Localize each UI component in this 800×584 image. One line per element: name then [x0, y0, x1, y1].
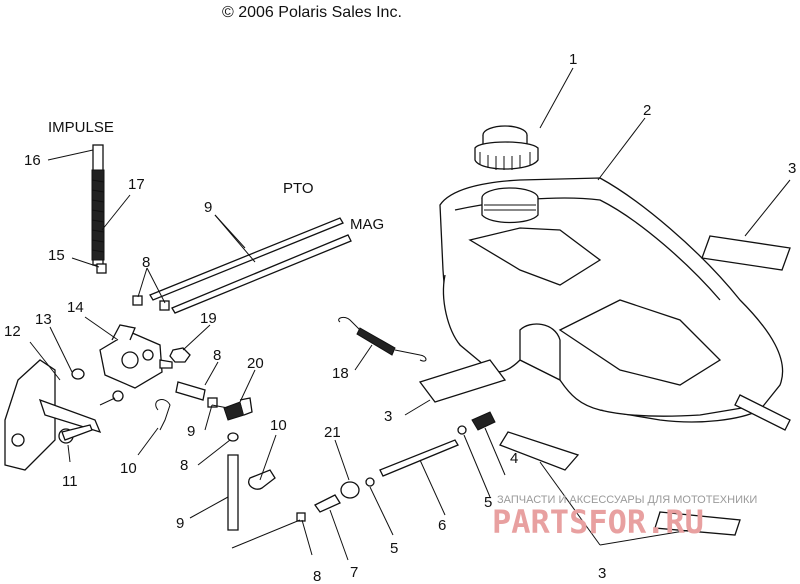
fuel-filter: [471, 411, 496, 431]
clamp-8-a: [132, 295, 143, 306]
callout-numbers: 1 2 3 3 3 4 5 5 6 7 8 8 8 8 9 9 9 10 10 …: [4, 51, 796, 584]
callout-9-top: 9: [204, 199, 212, 216]
callout-21: 21: [324, 424, 341, 441]
callout-14: 14: [67, 299, 84, 316]
fuel-line-pto: [149, 217, 344, 301]
callout-9-bottom: 9: [176, 515, 184, 532]
callout-16: 16: [24, 152, 41, 169]
pad-lower: [499, 431, 580, 471]
spring: [338, 316, 427, 362]
caption-impulse: IMPULSE: [48, 119, 114, 136]
callout-8-lower: 8: [180, 457, 188, 474]
callout-8-top: 8: [142, 254, 150, 271]
callout-20: 20: [247, 355, 264, 372]
pad-upper-right: [701, 235, 791, 271]
clamp-8-d: [296, 512, 306, 522]
washer-5-lower: [365, 477, 375, 487]
callout-18: 18: [332, 365, 349, 382]
callout-9-middle: 9: [187, 423, 195, 440]
copyright-text: © 2006 Polaris Sales Inc.: [222, 4, 402, 21]
callout-12: 12: [4, 323, 21, 340]
pad-middle: [418, 359, 507, 403]
callout-2: 2: [643, 102, 651, 119]
callout-7: 7: [350, 564, 358, 581]
callout-19: 19: [200, 310, 217, 327]
callout-13: 13: [35, 311, 52, 328]
callout-3-bottom: 3: [598, 565, 606, 582]
grommet: [340, 481, 360, 499]
fuel-cap: [474, 125, 539, 170]
callout-3-right: 3: [788, 160, 796, 177]
leader-lines: [29, 67, 791, 561]
callout-8-bottom: 8: [313, 568, 321, 584]
fitting-small: [112, 390, 124, 402]
clamp-8-c: [207, 397, 218, 408]
caption-pto: PTO: [283, 180, 314, 197]
callout-4: 4: [510, 450, 518, 467]
fuel-valve: [99, 324, 173, 389]
callout-5-lower: 5: [390, 540, 398, 557]
primer-fitting: [223, 397, 253, 421]
mounting-bracket: [4, 359, 102, 471]
fuel-fitting: [314, 494, 341, 513]
pad-bottom: [654, 511, 741, 536]
clip-left: [155, 399, 171, 431]
callout-11: 11: [62, 473, 78, 490]
callout-8-middle: 8: [213, 347, 221, 364]
washer: [71, 368, 85, 380]
clamp-15: [96, 263, 107, 274]
callout-1: 1: [569, 51, 577, 68]
watermark-brand: PARTSFOR.RU: [492, 503, 704, 541]
callout-15: 15: [48, 247, 65, 264]
short-hose: [175, 381, 206, 401]
hose-route-line: [231, 519, 301, 549]
fuel-line-mag: [171, 234, 352, 314]
clip-right: [248, 469, 276, 490]
screw: [58, 424, 93, 444]
washer-5-upper: [457, 425, 467, 435]
watermark-tagline: ЗАПЧАСТИ И АКСЕССУАРЫ ДЛЯ МОТОТЕХНИКИ: [497, 494, 757, 506]
impulse-hose: [91, 144, 105, 266]
callout-17: 17: [128, 176, 145, 193]
fuel-tank: [439, 177, 791, 431]
callout-5-upper: 5: [484, 494, 492, 511]
callout-3-middle: 3: [384, 408, 392, 425]
callout-10-left: 10: [120, 460, 137, 477]
callout-6: 6: [438, 517, 446, 534]
nut: [169, 347, 191, 363]
callout-10-right: 10: [270, 417, 287, 434]
pickup-tube: [379, 439, 459, 477]
caption-mag: MAG: [350, 216, 384, 233]
vent-tube: [227, 432, 239, 531]
